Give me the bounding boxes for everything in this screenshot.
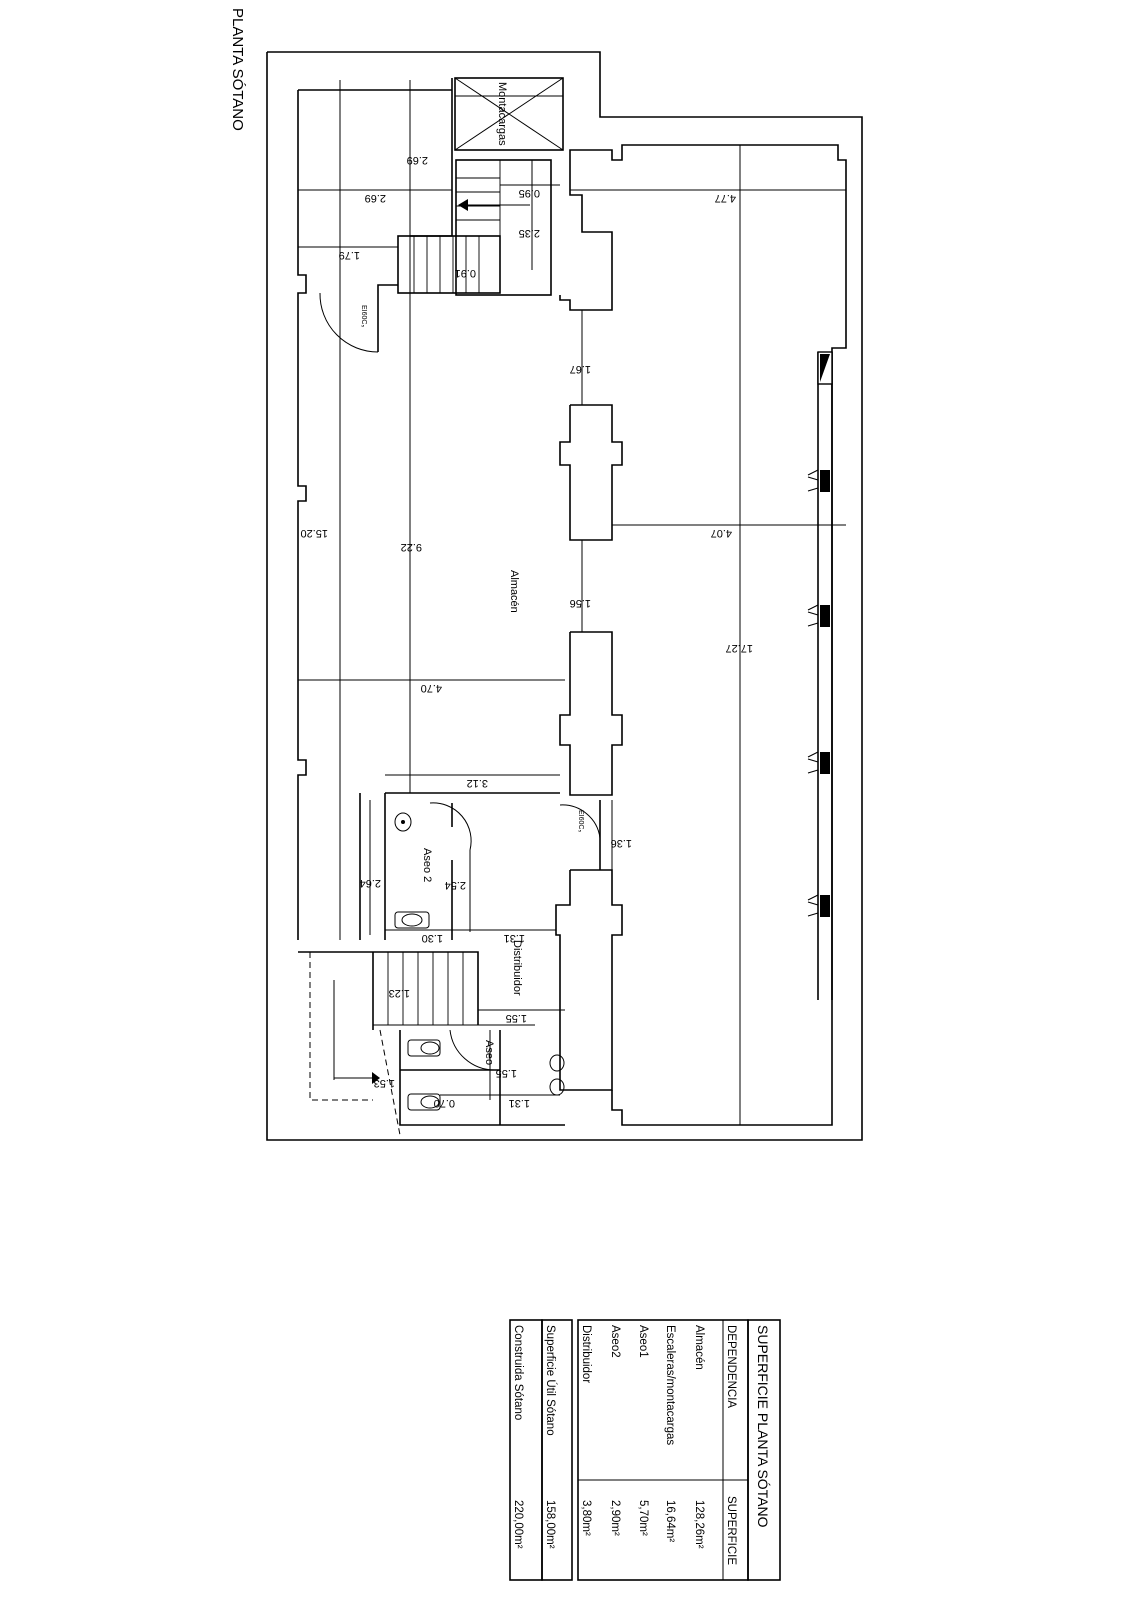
header-dependencia: DEPENDENCIA	[725, 1325, 737, 1408]
dim-0-91: 0.91	[455, 267, 476, 279]
total-construida-name: Construida Sótano	[512, 1325, 524, 1420]
header-superficie: SUPERFICIE	[725, 1496, 737, 1565]
dim-1-55-a: 1.55	[506, 1012, 527, 1024]
dim-1-23: 1.23	[389, 987, 410, 999]
row-aseo2-area: 2,90m²	[609, 1500, 621, 1536]
almacen-label: Almacén	[508, 570, 520, 613]
total-util-area: 158,00m²	[544, 1500, 556, 1549]
aseo-1-label: Aseo	[483, 1040, 495, 1065]
door-ei60-top: EI60C₅	[319, 292, 379, 353]
dim-1-67: 1.67	[570, 363, 591, 375]
surface-table: SUPERFICIE PLANTA SÓTANO DEPENDENCIA SUP…	[509, 1319, 781, 1581]
dim-15-20: 15.20	[300, 527, 328, 539]
dim-2-54: 2.54	[445, 879, 466, 891]
dim-0-70: 0.70	[434, 1097, 455, 1109]
dim-9-22: 9.22	[401, 541, 422, 553]
row-escaleras-name: Escaleras/montacargas	[664, 1325, 676, 1445]
left-wall	[297, 90, 307, 940]
montacargas-lift: Montacargas	[454, 77, 564, 151]
dim-2-69-a: 2.69	[407, 154, 428, 166]
aseo-1-room: Aseo	[399, 1029, 565, 1126]
plot-boundary	[266, 51, 863, 1141]
door-tag-top: EI60C₅	[360, 305, 367, 327]
dim-1-56: 1.56	[570, 597, 591, 609]
door-ei60-lower: EI60C₅	[559, 800, 601, 870]
dim-1-55-b: 1.55	[496, 1067, 517, 1079]
dim-2-64: 2.64	[360, 877, 381, 889]
dim-1-79: 1.79	[339, 249, 360, 261]
door-tag-lower: EI60C₅	[577, 810, 584, 832]
dim-1-53: 1.53	[374, 1077, 395, 1089]
aseo-2-room: Aseo 2	[359, 792, 560, 940]
dimension-labels: 15.20 9.22 4.70 17.27 4.07 4.77 1.67 1.5…	[300, 154, 753, 1109]
right-wall	[569, 144, 847, 1126]
row-distribuidor-name: Distribuidor	[580, 1325, 592, 1383]
facade-openings	[807, 351, 833, 1000]
dim-0-95: 0.95	[519, 187, 540, 199]
surface-table-title: SUPERFICIE PLANTA SÓTANO	[755, 1325, 771, 1528]
drawing-title: PLANTA SÓTANO	[229, 8, 246, 131]
pier-bottom	[555, 869, 623, 1091]
dim-4-07: 4.07	[711, 527, 732, 539]
row-distribuidor-area: 3,80m²	[580, 1500, 592, 1536]
dim-2-35: 2.35	[519, 227, 540, 239]
dim-4-70: 4.70	[421, 682, 442, 694]
lower-stair	[298, 951, 535, 1136]
upper-stair	[397, 159, 552, 296]
row-aseo2-name: Aseo2	[609, 1325, 621, 1358]
montacargas-label: Montacargas	[496, 82, 508, 146]
pier-lower	[559, 631, 623, 796]
dim-17-27: 17.27	[725, 642, 753, 654]
row-aseo1-name: Aseo1	[637, 1325, 649, 1358]
dim-1-36: 1.36	[611, 837, 632, 849]
row-escaleras-area: 16,64m²	[664, 1500, 676, 1542]
total-util-name: Superficie Útil Sótano	[544, 1325, 557, 1436]
pier-middle	[559, 404, 623, 541]
distribuidor-label: Distribuidor	[511, 940, 523, 996]
dimension-lines	[298, 80, 846, 1125]
aseo-2-label: Aseo 2	[421, 848, 433, 882]
dim-1-30: 1.30	[422, 932, 443, 944]
dim-3-12: 3.12	[467, 777, 488, 789]
pier-top	[559, 160, 613, 311]
dim-2-69-b: 2.69	[365, 192, 386, 204]
row-aseo1-area: 5,70m²	[637, 1500, 649, 1536]
dim-4-77: 4.77	[715, 192, 736, 204]
dim-1-31-b: 1.31	[509, 1097, 530, 1109]
total-construida-area: 220,00m²	[512, 1500, 524, 1549]
row-almacen-name: Almacén	[693, 1325, 705, 1370]
row-almacen-area: 128,26m²	[693, 1500, 705, 1549]
dim-1-31-a: 1.31	[504, 932, 525, 944]
